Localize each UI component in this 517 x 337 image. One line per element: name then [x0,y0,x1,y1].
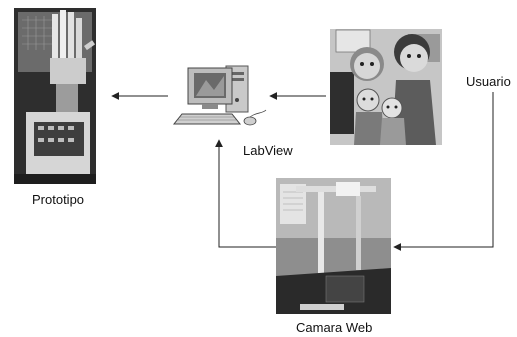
computer-image [172,65,267,126]
label-prototipo: Prototipo [32,192,85,207]
user-image [330,29,442,145]
arrows [111,92,494,251]
label-labview: LabView [243,143,293,158]
arrow-user-to-webcam [393,92,494,251]
webcam-image [276,178,391,314]
arrow-webcam-to-labview [215,139,276,248]
prototype-image [14,8,96,184]
label-camara-web: Camara Web [296,320,373,335]
label-usuario: Usuario [466,74,511,89]
